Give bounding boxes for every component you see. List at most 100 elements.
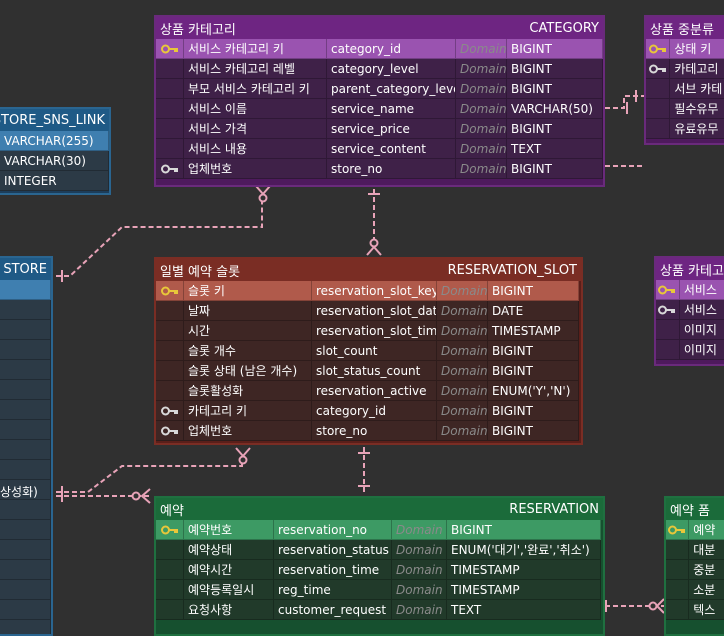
table-row[interactable]: 슬롯 키 reservation_slot_key Domain BIGINT: [156, 281, 581, 301]
table-row[interactable]: 서비스 내용 service_content Domain TEXT: [156, 139, 603, 159]
table-row[interactable]: 이미지: [656, 320, 724, 340]
table-row[interactable]: 서브 카테: [646, 79, 724, 99]
table-reservation[interactable]: 예약 RESERVATION 예약번호 reservation_no Domai…: [154, 496, 605, 636]
col-name: 예약: [689, 520, 724, 540]
table-row[interactable]: 서비스: [656, 300, 724, 320]
table-row[interactable]: 업체번호 store_no Domain BIGINT: [156, 159, 603, 179]
table-title-ko: 상품 카테고리: [660, 263, 724, 279]
table-row[interactable]: 텍스: [666, 600, 724, 620]
table-reservation-form[interactable]: 예약 폼 예약 대분 중분 소분 텍스: [664, 496, 724, 636]
primary-key-icon: [666, 520, 690, 540]
table-row[interactable]: [0, 300, 51, 320]
table-row[interactable]: 부모 서비스 카테고리 키 parent_category_level Doma…: [156, 79, 603, 99]
table-row[interactable]: [0, 400, 51, 420]
col-type: ENUM('Y','N'): [488, 381, 579, 401]
col-type: DATE: [488, 301, 579, 321]
table-row[interactable]: 슬롯 개수 slot_count Domain BIGINT: [156, 341, 581, 361]
col-name: 슬롯 상태 (남은 개수): [184, 361, 312, 381]
col-column: reservation_status: [274, 540, 392, 560]
table-store-sns-link[interactable]: STORE_SNS_LINK VARCHAR(255) VARCHAR(30) …: [0, 107, 111, 195]
table-row[interactable]: 이미지: [656, 340, 724, 360]
col-type: VARCHAR(50): [507, 99, 603, 119]
table-row[interactable]: VARCHAR(30): [0, 151, 109, 171]
col-name: 상태 키: [670, 39, 724, 59]
table-row[interactable]: [0, 320, 51, 340]
col-column: category_id: [312, 401, 437, 421]
table-row[interactable]: 상태 키: [646, 39, 724, 59]
table-row[interactable]: 슬롯활성화 reservation_active Domain ENUM('Y'…: [156, 381, 581, 401]
table-row[interactable]: [0, 460, 51, 480]
line-store-slot: [56, 456, 243, 493]
table-row[interactable]: 예약상태 reservation_status Domain ENUM('대기'…: [156, 540, 603, 560]
table-subcategory[interactable]: 상품 중분류 상태 키 카테고리 서브 카테 필수유무 유료유무: [644, 15, 724, 145]
col-column: service_content: [327, 139, 456, 159]
table-title-en: CATEGORY: [529, 20, 599, 36]
table-row[interactable]: 서비스 이름 service_name Domain VARCHAR(50): [156, 99, 603, 119]
table-row[interactable]: [0, 360, 51, 380]
table-row[interactable]: 예약등록일시 reg_time Domain TIMESTAMP: [156, 580, 603, 600]
table-row[interactable]: 유료유무: [646, 119, 724, 139]
table-row[interactable]: [0, 600, 51, 620]
table-row[interactable]: [0, 560, 51, 580]
table-row[interactable]: 요청사항 customer_request Domain TEXT: [156, 600, 603, 620]
foreign-key-icon: [656, 300, 680, 320]
col-type: TEXT: [507, 139, 603, 159]
table-row[interactable]: 중분: [666, 560, 724, 580]
col-domain: Domain: [437, 381, 488, 401]
table-row[interactable]: [0, 480, 51, 500]
table-title-ko: 예약 폼: [670, 503, 711, 519]
table-row[interactable]: 필수유무: [646, 99, 724, 119]
col-name: 슬롯 개수: [184, 341, 312, 361]
primary-key-icon: [646, 39, 671, 59]
col-domain: Domain: [437, 281, 488, 301]
table-header: STORE_SNS_LINK: [0, 109, 109, 131]
col-type: BIGINT: [488, 421, 579, 441]
table-row[interactable]: [0, 280, 51, 300]
table-row[interactable]: 업체번호 store_no Domain BIGINT: [156, 421, 581, 441]
table-row[interactable]: [0, 540, 51, 560]
table-row[interactable]: VARCHAR(255): [0, 131, 109, 151]
col-column: store_no: [312, 421, 437, 441]
table-category-image[interactable]: 상품 카테고리 서비스 서비스 이미지 이미지: [654, 256, 724, 366]
table-row[interactable]: [0, 420, 51, 440]
table-row[interactable]: 대분: [666, 540, 724, 560]
col-name: 날짜: [184, 301, 312, 321]
table-row[interactable]: 서비스 카테고리 키 category_id Domain BIGINT: [156, 39, 603, 59]
table-row[interactable]: INTEGER: [0, 171, 109, 191]
table-row[interactable]: 서비스 카테고리 레벨 category_level Domain BIGINT: [156, 59, 603, 79]
table-row[interactable]: 시간 reservation_slot_time Domain TIMESTAM…: [156, 321, 581, 341]
col-column: reservation_slot_key: [312, 281, 437, 301]
table-row[interactable]: 예약: [666, 520, 724, 540]
table-reservation-slot[interactable]: 일별 예약 슬롯 RESERVATION_SLOT 슬롯 키 reservati…: [154, 257, 583, 445]
table-row[interactable]: 카테고리: [646, 59, 724, 79]
col-name: 서비스: [679, 280, 724, 300]
table-row[interactable]: 카테고리 키 category_id Domain BIGINT: [156, 401, 581, 421]
table-row[interactable]: 예약번호 reservation_no Domain BIGINT: [156, 520, 603, 540]
table-title-ko: 일별 예약 슬롯: [160, 264, 241, 280]
col-domain: Domain: [456, 139, 507, 159]
table-row[interactable]: [0, 380, 51, 400]
table-row[interactable]: [0, 500, 51, 520]
col-domain: Domain: [437, 321, 488, 341]
table-row[interactable]: 날짜 reservation_slot_date Domain DATE: [156, 301, 581, 321]
table-row[interactable]: 서비스: [656, 280, 724, 300]
col-column: reservation_time: [274, 560, 392, 580]
table-store[interactable]: STORE: [0, 256, 53, 636]
table-row[interactable]: [0, 620, 51, 634]
table-row[interactable]: 서비스 가격 service_price Domain BIGINT: [156, 119, 603, 139]
table-row[interactable]: [0, 340, 51, 360]
table-row[interactable]: 슬롯 상태 (남은 개수) slot_status_count Domain B…: [156, 361, 581, 381]
table-row[interactable]: [0, 580, 51, 600]
col-domain: Domain: [456, 119, 507, 139]
table-category[interactable]: 상품 카테고리 CATEGORY 서비스 카테고리 키 category_id …: [154, 15, 605, 187]
col-name: 카테고리 키: [184, 401, 312, 421]
col-type: BIGINT: [507, 159, 603, 179]
col-name: 카테고리: [670, 59, 724, 79]
col-column: parent_category_level: [327, 79, 456, 99]
table-row[interactable]: [0, 520, 51, 540]
table-title-ko: 상품 중분류: [650, 22, 714, 38]
table-row[interactable]: 예약시간 reservation_time Domain TIMESTAMP: [156, 560, 603, 580]
col-domain: Domain: [392, 600, 447, 620]
table-row[interactable]: [0, 440, 51, 460]
table-row[interactable]: 소분: [666, 580, 724, 600]
